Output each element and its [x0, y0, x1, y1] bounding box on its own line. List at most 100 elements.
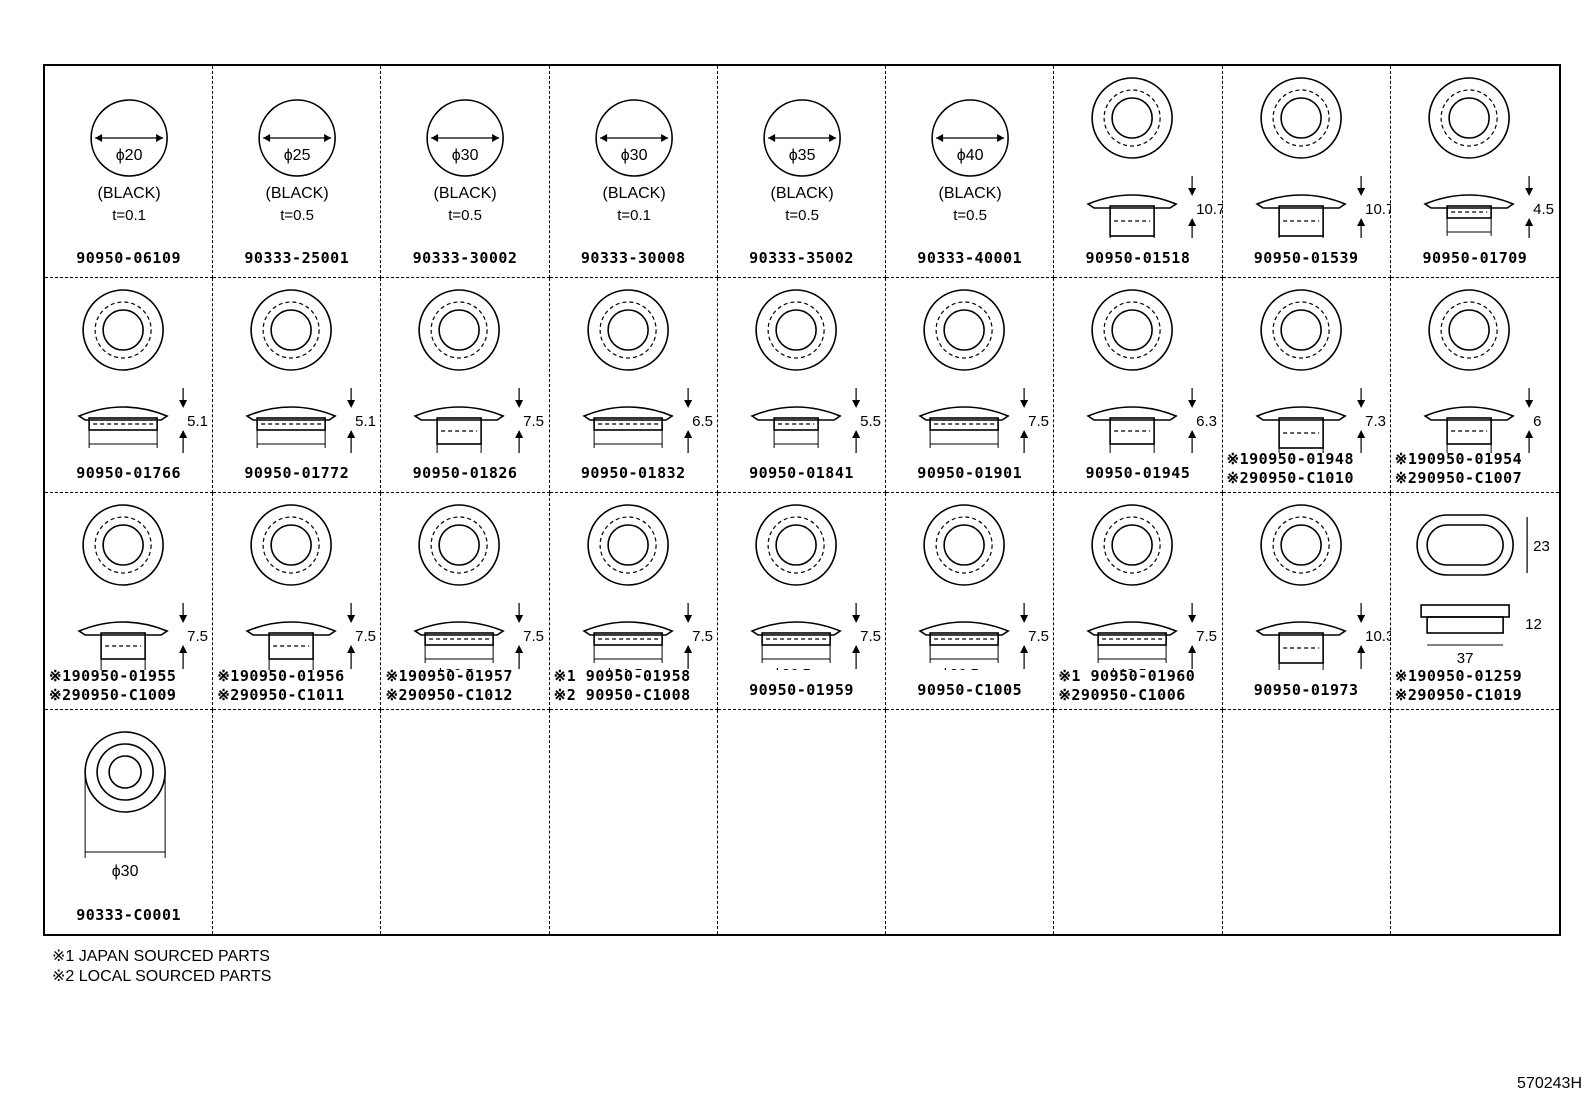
- grommet-flange: [1086, 194, 1179, 209]
- part-number: ※290950-C1012: [385, 686, 513, 704]
- color-label: (BLACK): [266, 185, 329, 202]
- diameter-label: ϕ26.5: [941, 666, 979, 670]
- height-label: 10.3: [1365, 628, 1391, 645]
- part-drawing: ϕ40(BLACK)t=0.5: [931, 99, 1010, 224]
- grommet-flange: [1086, 621, 1179, 636]
- grommet-top-hole: [102, 524, 144, 566]
- height-arrowhead-bottom: [515, 430, 524, 438]
- part-drawing: ϕ8.75.5: [750, 289, 881, 453]
- grommet-top-dashed: [935, 301, 993, 359]
- height-arrowhead-top: [1020, 400, 1029, 408]
- height-arrowhead-top: [1188, 615, 1197, 623]
- part-cell: ϕ18.67.5※190950-01956※290950-C1011: [213, 493, 382, 710]
- height-label: 7.5: [692, 628, 713, 645]
- grommet-body: [592, 417, 663, 431]
- height-label: 7.5: [1196, 628, 1217, 645]
- part-drawing: ϕ36.57.5: [413, 504, 544, 670]
- width-label: 37: [1457, 650, 1474, 667]
- part-drawing: ϕ17.710.3: [1254, 504, 1391, 670]
- dimension-arrows: [431, 134, 500, 142]
- height-arrowhead-bottom: [683, 430, 692, 438]
- thickness-label: t=0.5: [953, 207, 987, 224]
- grommet-body: [1446, 205, 1492, 219]
- plug-inner: [108, 755, 142, 789]
- grommet-top-outer: [586, 504, 669, 586]
- part-drawing: ϕ1410.7: [1086, 77, 1223, 238]
- grommet-top-hole: [1279, 309, 1322, 351]
- part-drawing: ϕ1710.7: [1254, 77, 1391, 238]
- part-number: 90950-01901: [917, 464, 1023, 482]
- part-drawing: ϕ20(BLACK)t=0.1: [90, 99, 168, 224]
- grommet-flange: [245, 406, 338, 421]
- grommet-top-outer: [418, 289, 501, 371]
- height-arrowhead-bottom: [1188, 645, 1197, 653]
- diameter-label: ϕ36.5: [437, 666, 475, 670]
- plug-middle: [96, 743, 154, 801]
- height-arrowhead-top: [1356, 615, 1365, 623]
- part-cell: ϕ8.75.5 90950-01841: [717, 278, 887, 493]
- grommet-top-dashed: [430, 516, 489, 574]
- grommet-top-outer: [418, 504, 501, 586]
- grommet-flange: [245, 621, 338, 636]
- height-arrowhead-bottom: [851, 430, 860, 438]
- grommet-top-hole: [438, 309, 481, 351]
- grommet-top-outer: [250, 289, 333, 371]
- height-arrowhead-bottom: [683, 645, 692, 653]
- grommet-top-hole: [606, 524, 649, 566]
- disc-outline: [763, 99, 841, 177]
- diameter-label: ϕ30: [112, 863, 139, 880]
- part-number: ※290950-C1009: [49, 686, 177, 704]
- part-number: 90950-01766: [76, 464, 182, 482]
- grommet-top-outer: [1259, 289, 1342, 371]
- color-label: (BLACK): [770, 185, 833, 202]
- part-drawing: ϕ30(BLACK)t=0.5: [426, 99, 505, 224]
- height-arrowhead-bottom: [347, 645, 356, 653]
- part-drawing: ϕ18.67.5: [245, 504, 376, 670]
- thickness-label: t=0.1: [617, 207, 651, 224]
- oval-outer: [1416, 514, 1514, 576]
- diameter-label: ϕ31.5: [605, 666, 643, 670]
- grommet-body: [1277, 632, 1324, 664]
- part-cell: [1223, 710, 1391, 934]
- height-label: 6.5: [692, 413, 713, 430]
- height-arrowhead-top: [347, 400, 356, 408]
- height-label: 7.5: [860, 628, 881, 645]
- part-number: 90950-01973: [1253, 681, 1359, 699]
- diameter-label: ϕ8.7: [777, 451, 806, 453]
- height-label: 6: [1533, 413, 1541, 430]
- diameter-label: ϕ19.5: [605, 451, 643, 453]
- height-arrowhead-top: [179, 400, 188, 408]
- grommet-top-dashed: [935, 516, 993, 574]
- grommet-top-dashed: [262, 301, 320, 359]
- grommet-top-hole: [775, 524, 817, 566]
- grommet-top-hole: [1448, 97, 1490, 139]
- grommet-top-outer: [1428, 289, 1510, 371]
- dimension-arrows: [767, 134, 836, 142]
- height-arrowhead-bottom: [1020, 430, 1029, 438]
- grommet-body: [773, 417, 819, 431]
- part-number: 90333-C0001: [76, 906, 182, 924]
- figure-id: 570243H: [1517, 1075, 1582, 1092]
- height-label: 10.7: [1196, 201, 1222, 218]
- grommet-top-dashed: [1103, 516, 1162, 574]
- grommet-top-outer: [1091, 289, 1174, 371]
- part-number: ※190950-01954: [1394, 450, 1523, 468]
- dimension-arrows: [95, 134, 164, 142]
- grommet-top-hole: [1279, 97, 1322, 139]
- part-number: 90333-35002: [749, 249, 854, 267]
- grommet-flange: [1423, 406, 1515, 421]
- grommet-top-dashed: [1272, 301, 1330, 359]
- part-number: 90950-01841: [749, 464, 854, 482]
- height-arrowhead-bottom: [1356, 430, 1365, 438]
- part-drawing: ϕ46.57.5: [1086, 504, 1217, 670]
- part-cell: ϕ30 90333-C0001: [45, 710, 214, 934]
- height-arrowhead-top: [179, 615, 188, 623]
- grommet-body: [100, 632, 146, 660]
- grommet-top-hole: [1111, 524, 1154, 566]
- length-label: 23: [1533, 538, 1550, 555]
